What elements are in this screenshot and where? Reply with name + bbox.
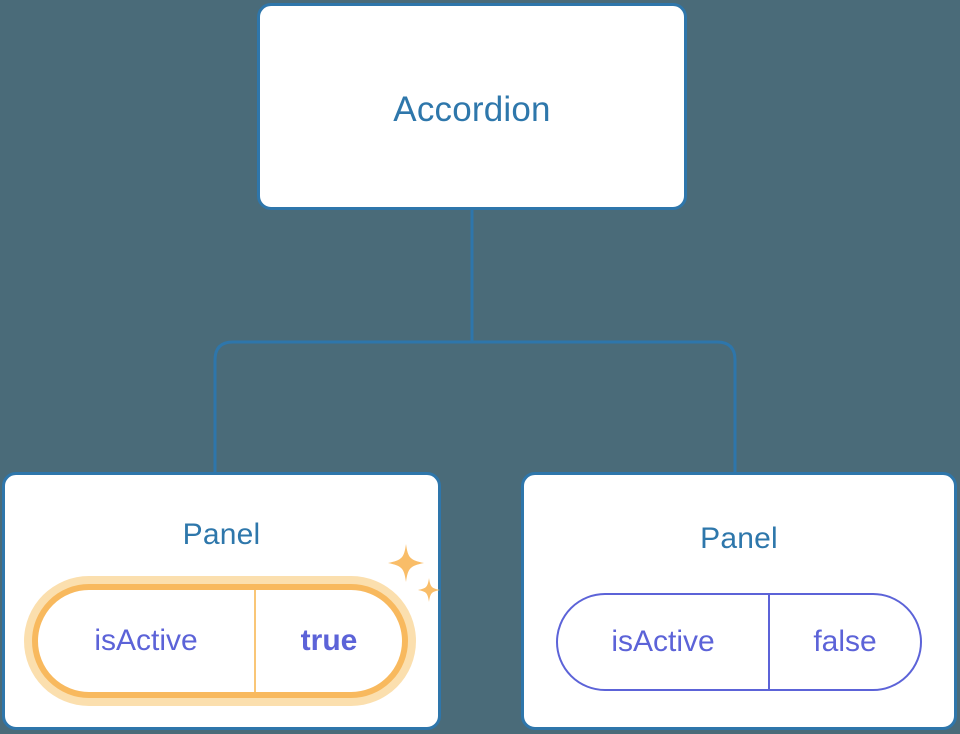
prop-key-isactive-true: isActive xyxy=(38,590,256,692)
prop-pill-isactive-false[interactable]: isActive false xyxy=(556,593,922,691)
node-panel-inactive-label: Panel xyxy=(700,522,778,555)
prop-value-isactive-true: true xyxy=(300,624,358,657)
edge-branch-bus xyxy=(213,340,737,472)
prop-pill-isactive-true[interactable]: isActive true xyxy=(32,584,408,698)
node-accordion-label: Accordion xyxy=(393,90,551,129)
prop-key-isactive-false: isActive xyxy=(558,595,770,689)
prop-value-isactive-false: false xyxy=(813,625,877,658)
node-accordion[interactable]: Accordion xyxy=(257,3,687,210)
node-panel-active-label: Panel xyxy=(182,518,261,551)
